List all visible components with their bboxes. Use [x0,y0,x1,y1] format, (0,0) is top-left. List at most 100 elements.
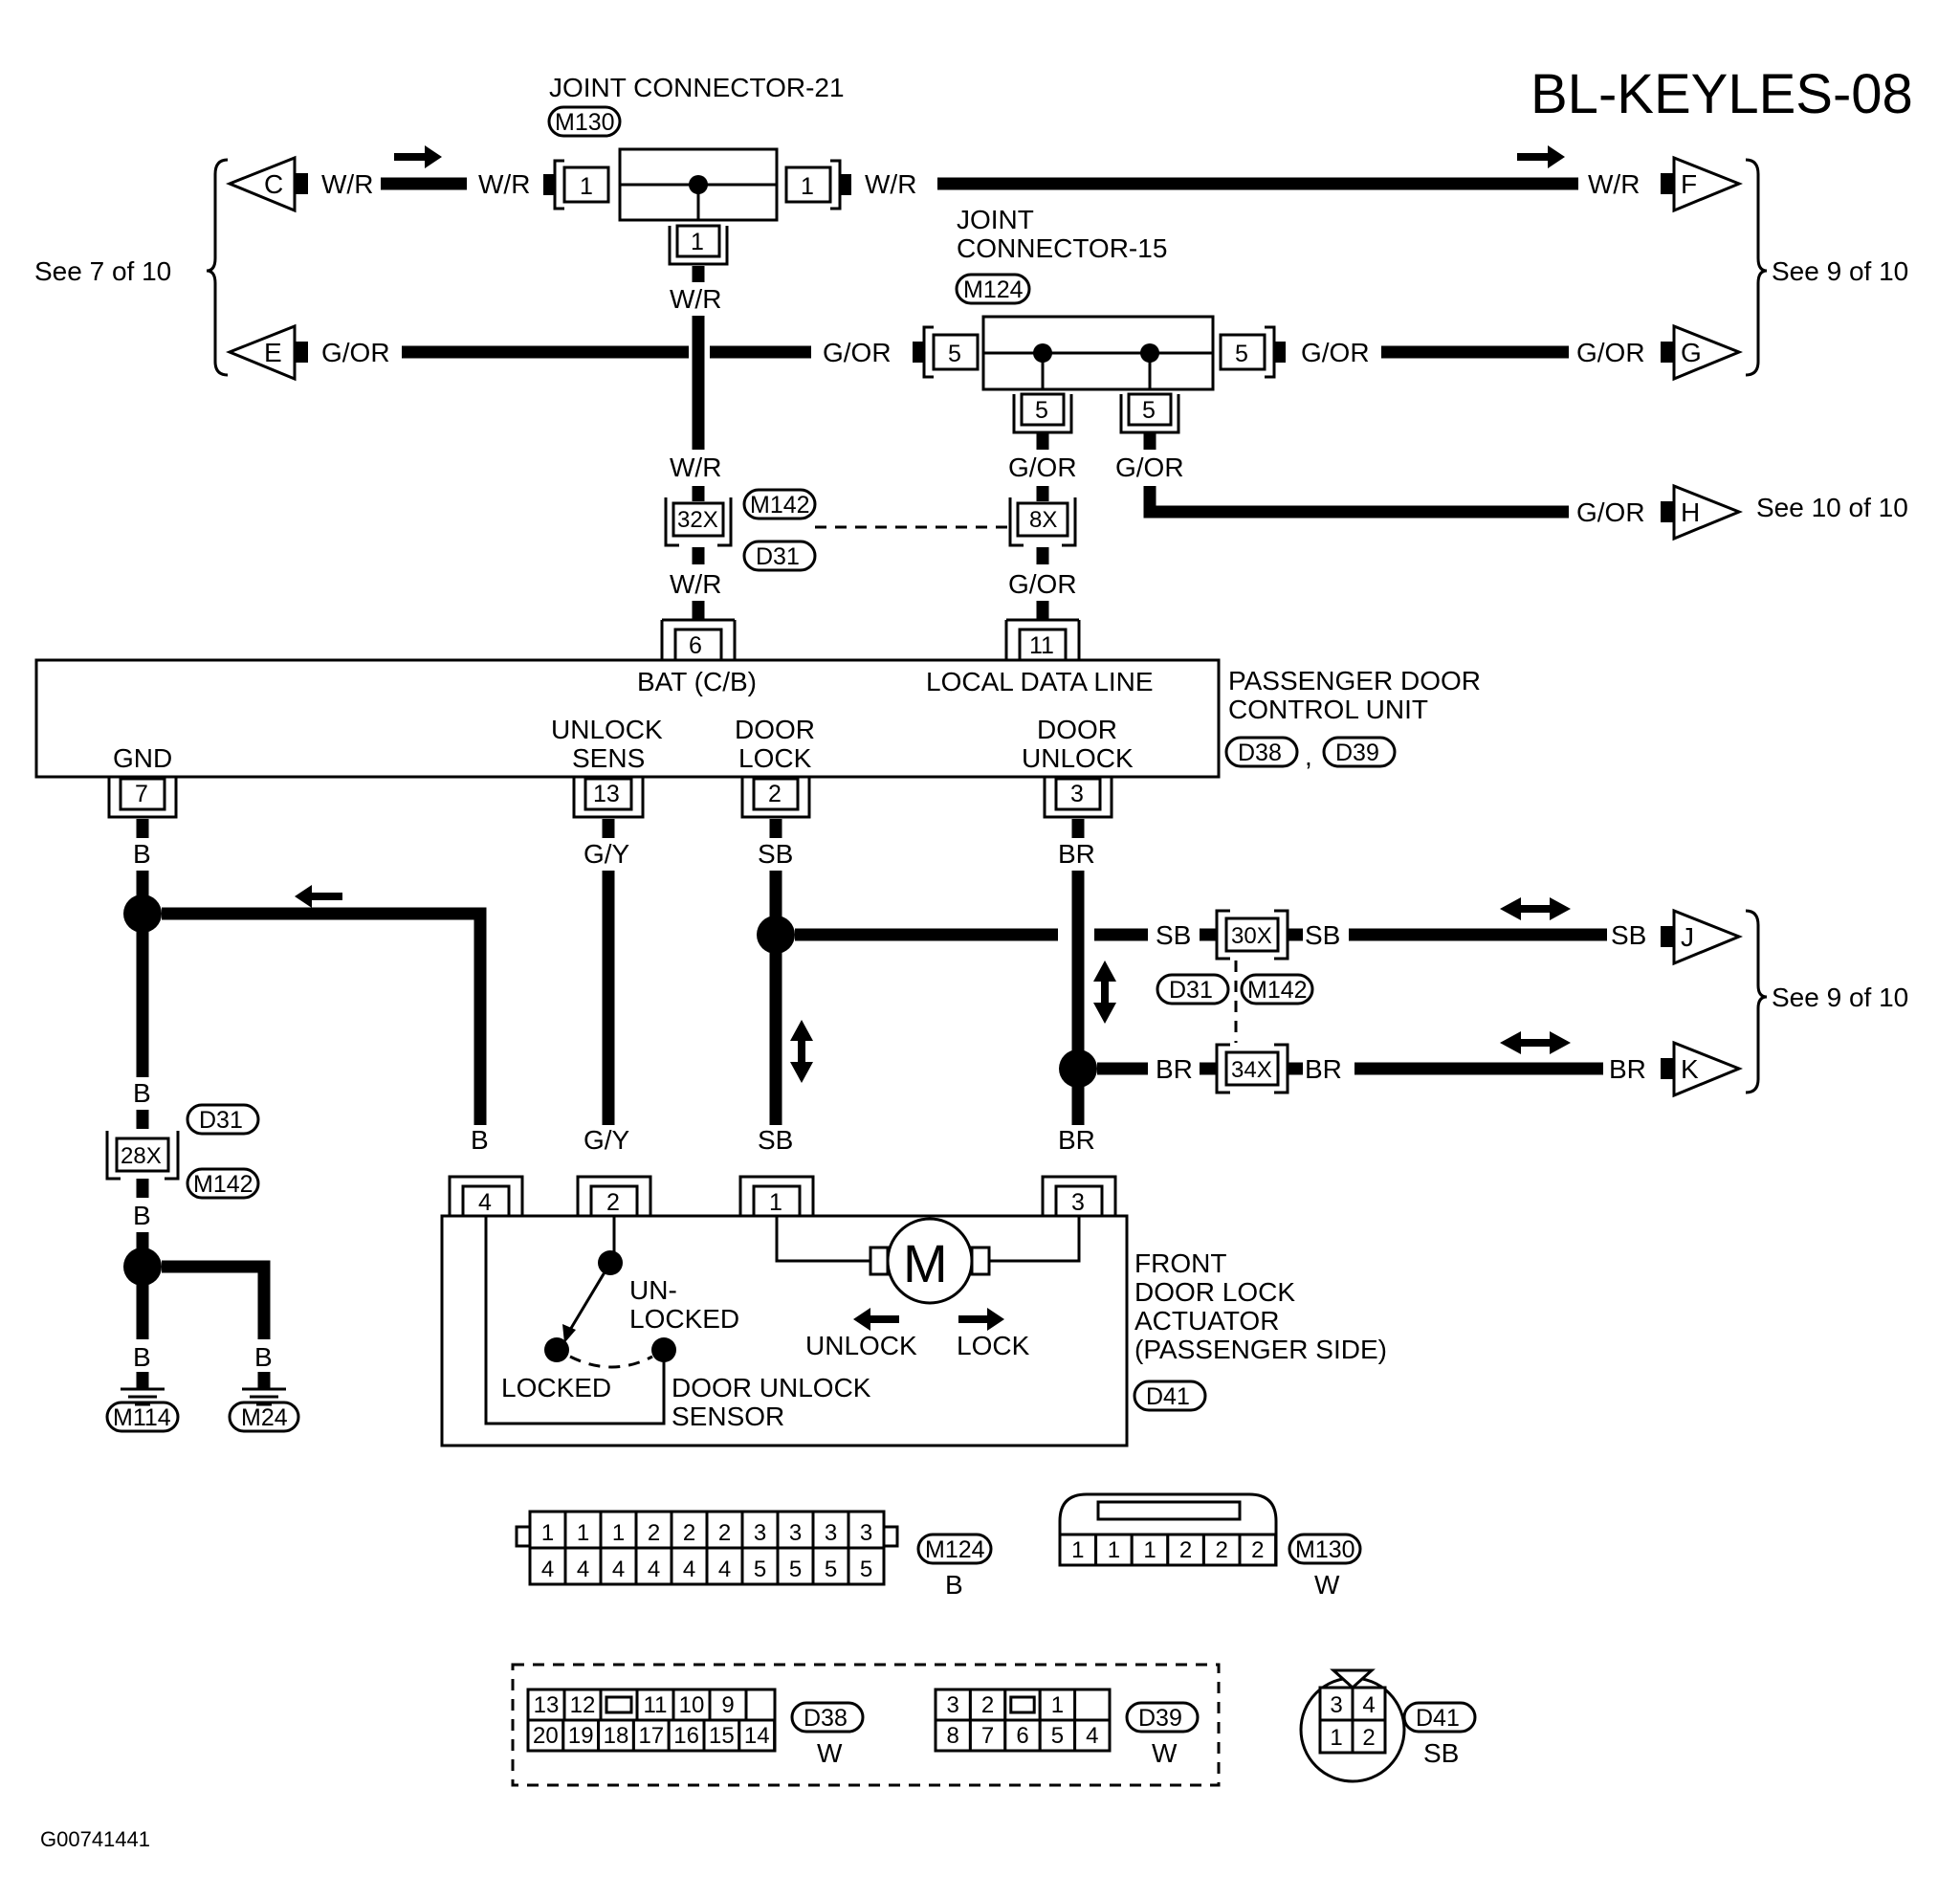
splice-b-1 [123,894,162,933]
right-bracket-top [1745,158,1768,377]
connector-pin-number: 5 [825,1557,837,1582]
connector-pin-number: 13 [534,1692,560,1718]
svg-text:13: 13 [593,781,620,807]
m130-color: W [1314,1570,1340,1600]
act-sensor-2: SENSOR [672,1402,784,1431]
svg-text:5: 5 [948,341,961,367]
d41-tag [1133,1380,1207,1412]
gor-label-v1: G/OR [1008,453,1077,482]
svg-text:K: K [1681,1054,1699,1084]
svg-text:2: 2 [768,781,782,807]
svg-text:D39: D39 [1138,1705,1182,1732]
figure-code: G00741441 [40,1827,150,1851]
cu-bat-label: BAT (C/B) [637,667,757,696]
connector-pin-number: 3 [860,1520,872,1546]
splice-br [1059,1049,1097,1088]
unlock-arrow-icon [853,1308,899,1331]
svg-text:M142: M142 [193,1171,253,1198]
svg-text:5: 5 [1142,397,1156,424]
connector-pin-number: 5 [789,1557,802,1582]
cu-pin-13: 13 [572,777,645,819]
connector-32x: 32X [664,486,733,564]
diagram-title: BL-KEYLES-08 [1531,63,1913,125]
act-locked-label: LOCKED [501,1373,611,1402]
act-name-3: ACTUATOR [1134,1306,1279,1336]
d38-color: W [817,1738,843,1768]
connector-cell [599,1510,638,1550]
connector-pin-number: 3 [754,1520,766,1546]
connector-cell [672,1688,712,1722]
wr-label-v3: W/R [670,569,721,599]
connector-pin-number: 4 [1362,1692,1375,1718]
lock-arrow-icon [958,1308,1004,1331]
terminal-c: C [225,155,308,213]
connector-key-slot [605,1695,633,1714]
gy-label-1: G/Y [584,839,630,869]
connector-pin-number: 2 [981,1692,994,1718]
connector-pin-number: 3 [825,1520,837,1546]
connector-pin-number: 18 [604,1723,629,1749]
wr-label-v2: W/R [670,453,721,482]
d38-tag [1224,736,1299,768]
svg-text:D41: D41 [1416,1705,1460,1732]
sb-label-h1: SB [1156,920,1191,950]
gor-label-h: G/OR [1576,497,1645,527]
connector-pin-number: 11 [644,1692,668,1718]
wr-label-jc21-right: W/R [865,169,916,199]
connector-pin-number: 12 [570,1692,596,1718]
svg-text:M124: M124 [925,1536,985,1563]
gor-label-v2: G/OR [1115,453,1184,482]
terminal-j: J [1661,908,1744,966]
b-label-5: B [254,1342,273,1372]
connector-pin-number: 4 [1086,1723,1098,1749]
svg-text:D39: D39 [1335,740,1379,766]
connector-cell [1073,1718,1112,1753]
connector-pin-number: 2 [1216,1537,1228,1563]
jc15-title-1: JOINT [957,205,1034,234]
d41-face-tag [1402,1701,1477,1733]
act-unlock-label: UNLOCK [805,1331,917,1360]
svg-text:1: 1 [580,173,593,200]
connector-pin-number: 5 [860,1557,872,1582]
svg-text:M130: M130 [555,109,615,136]
svg-text:M114: M114 [113,1404,171,1431]
gor-label-jc15-right: G/OR [1301,338,1370,367]
connector-cell [1201,1533,1242,1567]
connector-pin-number: 7 [981,1723,994,1749]
svg-text:28X: 28X [121,1143,162,1169]
m142-tag-2 [186,1167,260,1200]
connector-pin-number: 4 [683,1557,695,1582]
svg-text:D38: D38 [1238,740,1282,766]
ref-see-10-of-10: See 10 of 10 [1756,493,1908,522]
connector-cell [526,1718,565,1753]
svg-text:7: 7 [135,781,148,807]
m24-tag [228,1401,300,1433]
connector-cell [934,1688,972,1722]
ref-see-9-of-10-bottom: See 9 of 10 [1772,983,1908,1012]
m114-tag [105,1401,180,1433]
b-label-1: B [133,839,151,869]
gor-label-jc15-left: G/OR [823,338,892,367]
connector-pin-number: 1 [1051,1692,1064,1718]
m124-tag [955,273,1031,305]
d38-face-tag [790,1701,865,1733]
connector-pin-number: 17 [638,1723,664,1749]
svg-text:11: 11 [1029,632,1054,659]
flow-arrow-right-1 [394,145,442,168]
cu-gnd-label: GND [113,743,172,773]
passenger-door-control-unit: 6 11 [34,618,1221,779]
connector-key-slot [1009,1695,1036,1714]
connector-pin-number: 4 [648,1557,660,1582]
connector-pin-number: 16 [673,1723,699,1749]
d31-tag-3 [1156,973,1230,1005]
connector-cell [702,1718,741,1753]
connector-8x: 8X [1008,486,1077,564]
sb-label-1: SB [758,839,793,869]
br-label-1: BR [1058,839,1095,869]
svg-text:5: 5 [1235,341,1248,367]
connector-pin-number: 2 [1179,1537,1192,1563]
svg-text:5: 5 [1035,397,1048,424]
connector-pin-number: 1 [612,1520,625,1546]
